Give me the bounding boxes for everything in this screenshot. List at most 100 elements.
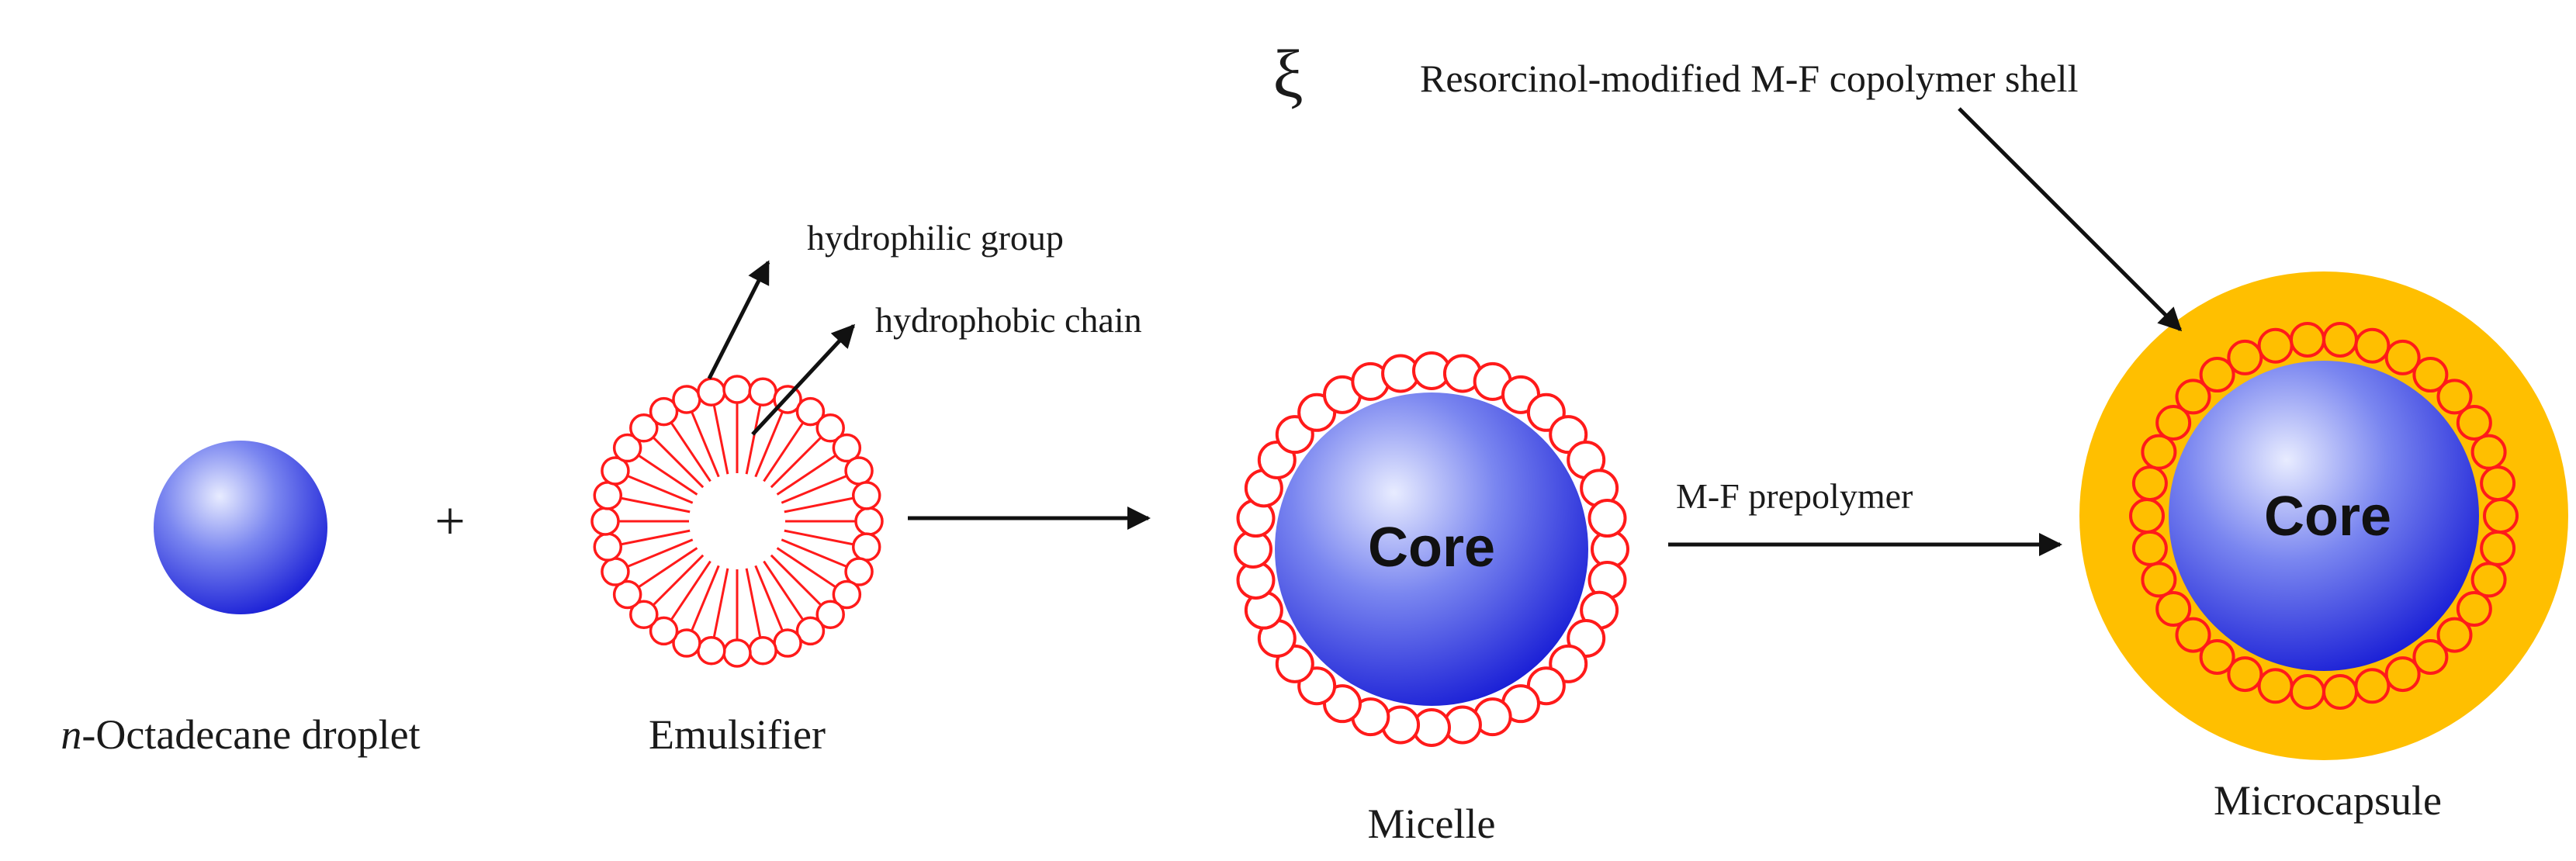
- capsule-head: [2436, 617, 2473, 653]
- capsule-core-label: Core: [2264, 486, 2391, 548]
- emulsifier-head: [832, 579, 862, 610]
- capsule-head: [2384, 656, 2421, 693]
- emulsifier-tail: [776, 454, 837, 496]
- emulsifier-head: [629, 600, 659, 629]
- capsule-head: [2227, 339, 2263, 375]
- emulsifier-tail: [770, 554, 822, 607]
- capsule-head: [2384, 339, 2421, 375]
- capsule-head: [2354, 327, 2391, 364]
- emulsifier-head: [844, 557, 874, 586]
- emulsifier-head: [795, 396, 826, 427]
- hydrophilic-label: hydrophilic group: [807, 218, 1064, 258]
- emulsifier-tail: [652, 436, 705, 489]
- capsule-head: [2175, 617, 2211, 653]
- emulsifier-head: [612, 579, 642, 610]
- capsule-head: [2412, 638, 2449, 675]
- emulsifier-tail: [745, 404, 762, 475]
- capsule-head: [2470, 562, 2507, 598]
- emulsifier-head: [629, 413, 659, 443]
- microcapsule-label: Microcapsule: [2214, 777, 2442, 824]
- micelle-head-ring: [1234, 351, 1629, 747]
- emulsifier-label: Emulsifier: [649, 711, 826, 758]
- emulsifier-micelle: [590, 375, 884, 668]
- emulsifier-tail: [754, 411, 784, 478]
- emulsifier-head: [832, 433, 862, 463]
- emulsifier-head: [722, 375, 752, 404]
- emulsifier-tail: [784, 529, 854, 546]
- emulsifier-head: [601, 456, 630, 486]
- emulsifier-tail: [652, 554, 705, 607]
- emulsifier-head: [672, 628, 701, 658]
- droplet-label: n-Octadecane droplet: [61, 711, 420, 758]
- droplet-label-italic: n: [61, 711, 81, 758]
- emulsifier-head: [854, 507, 884, 536]
- emulsifier-tail: [745, 568, 762, 638]
- emulsifier-tail: [670, 560, 712, 621]
- emulsifier-head: [590, 507, 620, 536]
- emulsifier-head: [601, 557, 630, 586]
- emulsifier-tail: [754, 565, 784, 631]
- capsule-head-ring: [2129, 321, 2519, 711]
- emulsifier-tail: [691, 565, 720, 631]
- shell-label: Resorcinol-modified M-F copolymer shell: [1420, 57, 2078, 100]
- emulsifier-head: [795, 616, 826, 646]
- capsule-head: [2436, 379, 2473, 415]
- capsule-head: [2175, 379, 2211, 415]
- emulsifier-tail: [637, 454, 698, 496]
- hydrophobic-arrow: [751, 323, 856, 436]
- capsule-head: [2257, 668, 2294, 704]
- emulsifier-head: [649, 616, 679, 646]
- capsule-head: [2456, 404, 2492, 441]
- emulsifier-tail: [637, 547, 698, 589]
- octadecane-droplet: [154, 441, 327, 614]
- emulsifier-head: [593, 532, 623, 562]
- hydrophobic-label: hydrophobic chain: [875, 300, 1142, 340]
- micelle-label: Micelle: [1368, 800, 1496, 847]
- capsule-head: [2456, 591, 2492, 628]
- emulsifier-head: [748, 635, 777, 666]
- emulsifier-head: [851, 481, 881, 510]
- emulsifier-head: [815, 600, 845, 629]
- capsule-head: [2227, 656, 2263, 693]
- emulsifier-tail: [781, 475, 847, 504]
- micelle-core-label: Core: [1368, 517, 1495, 579]
- droplet-sphere: [154, 441, 327, 614]
- emulsifier-tail: [620, 496, 691, 513]
- capsule-head: [2412, 357, 2449, 393]
- capsule-head: [2199, 357, 2235, 393]
- emulsifier-head: [722, 638, 752, 668]
- emulsifier-tail: [627, 475, 694, 504]
- capsule-head: [2155, 591, 2192, 628]
- emulsifier-tail: [627, 538, 694, 568]
- micelle-core-sphere: [1275, 392, 1588, 706]
- shell-arrow: [1958, 107, 2183, 332]
- emulsifier-head: [773, 628, 802, 658]
- emulsifier-head: [649, 396, 679, 427]
- squiggle-mark: ξ: [1272, 37, 1303, 112]
- droplet-label-rest: -Octadecane droplet: [81, 711, 420, 758]
- emulsifier-head: [851, 532, 881, 562]
- emulsifier-tail: [712, 568, 729, 638]
- emulsifier-tail: [670, 421, 712, 482]
- emulsifier-tail: [770, 436, 822, 489]
- emulsifier-tail: [784, 496, 854, 513]
- emulsifier-head: [844, 456, 874, 486]
- capsule-head: [2155, 404, 2192, 441]
- emulsifier-head: [748, 377, 777, 407]
- emulsifier-head: [593, 481, 623, 510]
- emulsifier-head: [815, 413, 845, 443]
- emulsifier-head: [672, 385, 701, 414]
- emulsifier-head: [612, 433, 642, 463]
- emulsifier-tail: [776, 547, 837, 589]
- micelle-head: [1587, 499, 1627, 538]
- emulsifier-tail: [712, 404, 729, 475]
- capsule-head: [2480, 465, 2516, 502]
- emulsifier-tail: [781, 538, 847, 568]
- emulsifier-head: [697, 635, 726, 666]
- hydrophilic-arrow: [707, 260, 770, 380]
- capsule-head: [2199, 638, 2235, 675]
- capsule-core-sphere: [2169, 361, 2479, 671]
- plus-sign: +: [435, 492, 465, 552]
- emulsifier-head: [697, 377, 726, 407]
